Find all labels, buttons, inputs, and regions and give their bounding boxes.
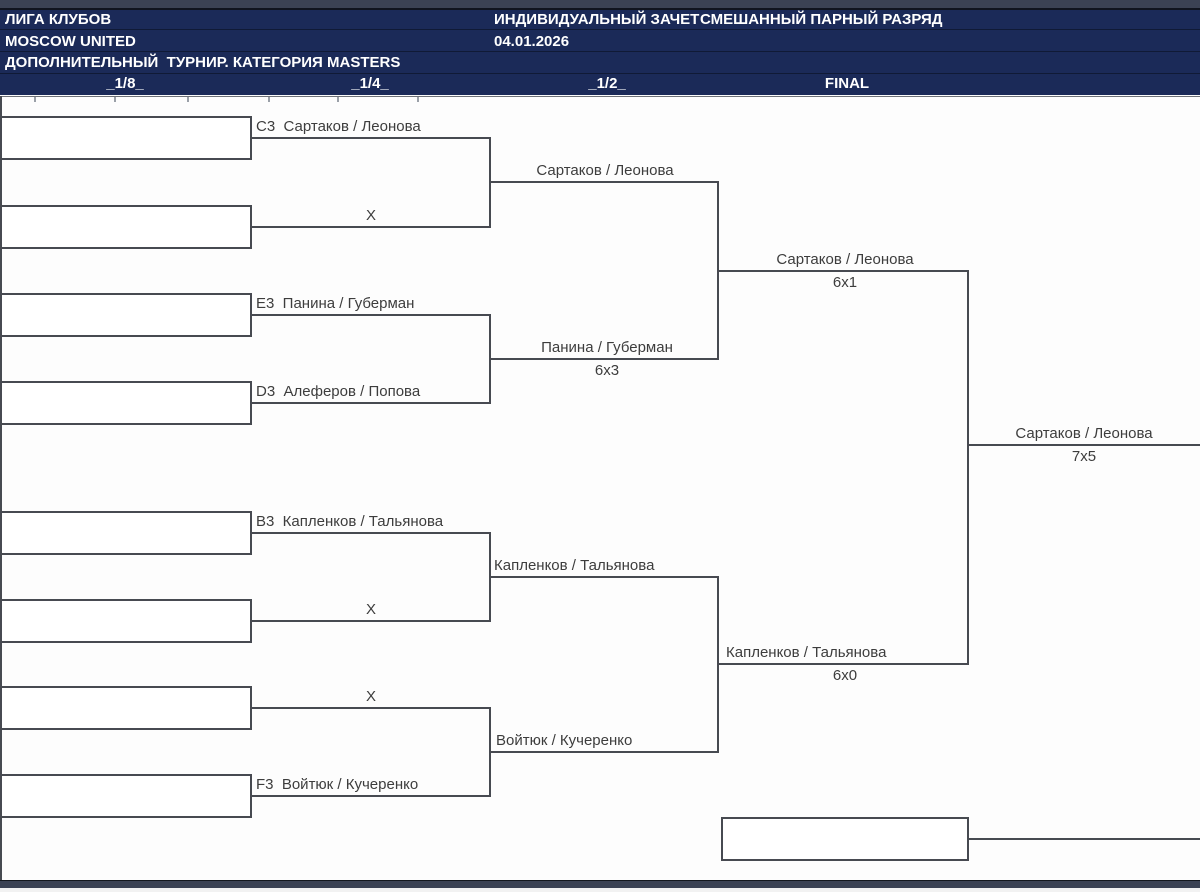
column-gridline-tick [34, 97, 36, 102]
sf-connector-line [489, 358, 719, 360]
champion-score: 7x5 [1071, 448, 1097, 465]
final-entry-score: 6x1 [832, 274, 858, 291]
sf-entry-name: Панина / Губерман [541, 339, 673, 356]
top-chrome-border [0, 8, 1200, 10]
sf-entry-score: 6x3 [594, 362, 620, 379]
sf-entry-name: Войтюк / Кучеренко [496, 732, 633, 749]
qf-entry-label: E3 Панина / Губерман [256, 295, 415, 312]
extra-match-slot-box [721, 817, 969, 861]
event-category: СМЕШАННЫЙ ПАРНЫЙ РАЗРЯД [700, 11, 943, 28]
bottom-margin-strip [0, 888, 1200, 892]
round-header-1-4: _1/4_ [351, 75, 389, 92]
club-name: MOSCOW UNITED [5, 33, 136, 50]
qf-connector-line [250, 137, 491, 139]
r16-slot-box-2 [0, 205, 252, 249]
qf-entry-label: X [365, 207, 377, 224]
header-bottom-border [0, 96, 1200, 97]
qf-entry-label: D3 Алеферов / Попова [256, 383, 421, 400]
sheet-left-border [0, 96, 2, 880]
qf-connector-line [250, 226, 491, 228]
column-gridline-tick [114, 97, 116, 102]
sf-connector-line [489, 181, 719, 183]
header-row-divider [0, 73, 1200, 74]
sf-connector-line [489, 576, 719, 578]
qf-entry-label: X [365, 688, 377, 705]
header-row-divider [0, 29, 1200, 30]
sf-entry-name: Сартаков / Леонова [536, 162, 674, 179]
final-entry-name: Сартаков / Леонова [776, 251, 914, 268]
r16-slot-box-1 [0, 116, 252, 160]
header-row-divider [0, 51, 1200, 52]
final-join-line [967, 270, 969, 665]
qf-entry-label: B3 Капленков / Тальянова [256, 513, 444, 530]
r16-slot-box-6 [0, 599, 252, 643]
column-gridline-tick [268, 97, 270, 102]
header-banner [0, 10, 1200, 95]
qf-connector-line [250, 402, 491, 404]
final-connector-line [717, 663, 969, 665]
final-entry-score: 6x0 [832, 667, 858, 684]
extra-match-connector-line [967, 838, 1200, 840]
event-date: 04.01.2026 [494, 33, 570, 50]
qf-connector-line [250, 707, 491, 709]
sf-connector-line [489, 751, 719, 753]
column-gridline-tick [417, 97, 419, 102]
r16-slot-box-7 [0, 686, 252, 730]
r16-slot-box-4 [0, 381, 252, 425]
qf-connector-line [250, 620, 491, 622]
r16-slot-box-5 [0, 511, 252, 555]
bottom-chrome-bar [0, 880, 1200, 889]
league-title: ЛИГА КЛУБОВ [5, 11, 112, 28]
qf-entry-label: F3 Войтюк / Кучеренко [256, 776, 419, 793]
final-entry-name: Капленков / Тальянова [726, 644, 887, 661]
event-type: ИНДИВИДУАЛЬНЫЙ ЗАЧЕТ [494, 11, 700, 28]
qf-connector-line [250, 532, 491, 534]
round-header-1-8: _1/8_ [106, 75, 144, 92]
round-header-final: FINAL [824, 75, 870, 92]
qf-connector-line [250, 795, 491, 797]
sf-entry-name: Капленков / Тальянова [494, 557, 655, 574]
qf-entry-label: X [365, 601, 377, 618]
r16-slot-box-3 [0, 293, 252, 337]
qf-entry-label: C3 Сартаков / Леонова [256, 118, 421, 135]
champion-line [967, 444, 1200, 446]
qf-connector-line [250, 314, 491, 316]
champion-name: Сартаков / Леонова [1015, 425, 1153, 442]
top-chrome-bar [0, 0, 1200, 8]
tournament-title: ДОПОЛНИТЕЛЬНЫЙ ТУРНИР. КАТЕГОРИЯ MASTERS [5, 54, 401, 71]
round-header-1-2: _1/2_ [588, 75, 626, 92]
final-connector-line [717, 270, 969, 272]
column-gridline-tick [187, 97, 189, 102]
column-gridline-tick [337, 97, 339, 102]
r16-slot-box-8 [0, 774, 252, 818]
